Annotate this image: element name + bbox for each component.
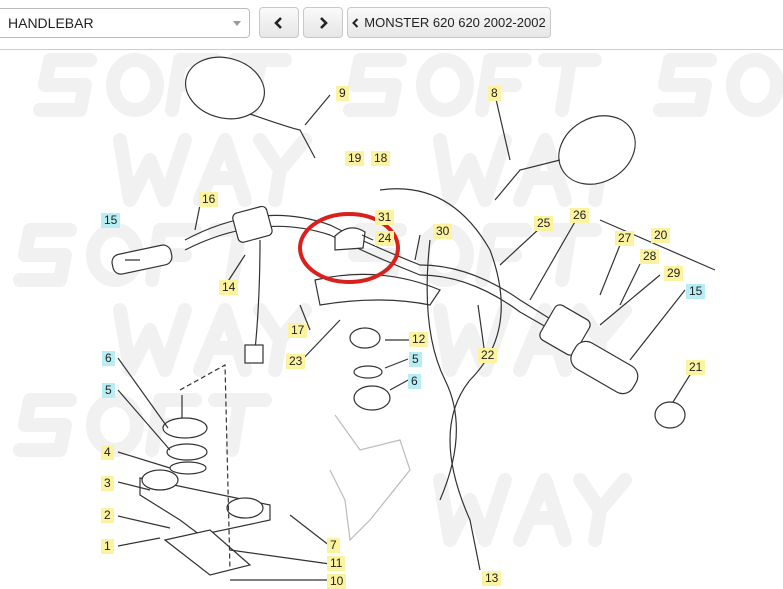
next-button[interactable]: [303, 7, 343, 38]
callout-12[interactable]: 12: [409, 332, 429, 347]
callout-5[interactable]: 5: [102, 383, 115, 398]
callout-24[interactable]: 24: [375, 231, 395, 246]
callout-17[interactable]: 17: [288, 323, 308, 338]
callout-6[interactable]: 6: [102, 351, 115, 366]
callout-26[interactable]: 26: [570, 208, 590, 223]
callout-25[interactable]: 25: [534, 216, 554, 231]
callout-11[interactable]: 11: [327, 556, 346, 571]
callout-20[interactable]: 20: [651, 228, 671, 243]
callout-27[interactable]: 27: [615, 231, 635, 246]
toolbar: HANDLEBAR MONSTER 620 620 2002-2002: [0, 0, 783, 50]
chevron-right-icon: [320, 16, 328, 29]
callout-13[interactable]: 13: [482, 571, 502, 586]
callout-29[interactable]: 29: [664, 266, 684, 281]
callout-8[interactable]: 8: [488, 86, 501, 101]
callout-7[interactable]: 7: [327, 538, 340, 553]
callout-4[interactable]: 4: [101, 445, 114, 460]
callout-28[interactable]: 28: [640, 249, 660, 264]
callout-23[interactable]: 23: [286, 354, 306, 369]
category-select-value: HANDLEBAR: [8, 15, 94, 31]
callout-1[interactable]: 1: [101, 539, 114, 554]
callout-21[interactable]: 21: [686, 360, 706, 375]
model-button-label: MONSTER 620 620 2002-2002: [364, 15, 546, 30]
chevron-left-icon: [274, 16, 282, 29]
model-back-button[interactable]: MONSTER 620 620 2002-2002: [347, 7, 551, 38]
callout-2[interactable]: 2: [101, 508, 114, 523]
callout-15[interactable]: 15: [101, 213, 121, 228]
watermark-graphic: [0, 53, 783, 584]
parts-diagram: 9 8 19 18 16 15 31 24 30 25 26 27 20 28 …: [0, 50, 783, 589]
callout-10[interactable]: 10: [327, 574, 347, 589]
callout-16[interactable]: 16: [199, 192, 219, 207]
callout-18[interactable]: 18: [371, 151, 391, 166]
callout-19[interactable]: 19: [345, 151, 365, 166]
chevron-down-icon: [233, 21, 241, 26]
previous-button[interactable]: [259, 7, 299, 38]
callout-14[interactable]: 14: [219, 280, 239, 295]
callout-3[interactable]: 3: [101, 476, 114, 491]
chevron-left-icon: [352, 17, 359, 28]
callout-31[interactable]: 31: [375, 210, 395, 225]
callout-6[interactable]: 6: [408, 374, 421, 389]
category-select[interactable]: HANDLEBAR: [0, 8, 250, 38]
callout-15[interactable]: 15: [686, 284, 706, 299]
callout-22[interactable]: 22: [478, 348, 498, 363]
parts-drawing: [111, 56, 716, 581]
callout-5[interactable]: 5: [409, 352, 422, 367]
highlight-circle: [298, 212, 400, 284]
callout-9[interactable]: 9: [336, 86, 349, 101]
callout-30[interactable]: 30: [433, 224, 453, 239]
